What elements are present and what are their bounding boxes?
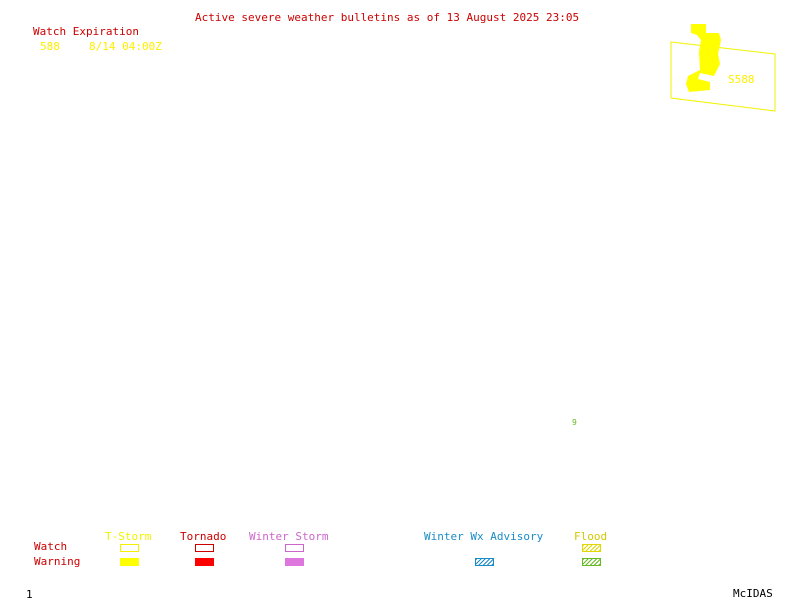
page-title: Active severe weather bulletins as of 13…: [195, 11, 580, 24]
warning-area: [686, 24, 721, 92]
watch-expiration-heading: Watch Expiration: [33, 25, 139, 38]
swatch-tornado-warning: [195, 558, 214, 566]
brand-label: McIDAS: [733, 587, 773, 600]
swatch-flood-warning: [582, 558, 601, 566]
legend-label-flood: Flood: [574, 530, 608, 543]
legend-label-tstorm: T-Storm: [105, 530, 152, 543]
swatch-winter-storm-warning: [285, 558, 304, 566]
swatch-flood-watch: [582, 544, 601, 552]
legend-row-watch: Watch: [34, 540, 68, 553]
legend-row-warning: Warning: [34, 555, 81, 568]
swatch-tstorm-watch: [120, 544, 139, 552]
swatch-tstorm-warning: [120, 558, 139, 566]
swatch-winter-storm-watch: [285, 544, 304, 552]
watch-expiration-time: 8/14 04:00Z: [89, 40, 162, 53]
watch-box-label: S588: [728, 73, 755, 86]
legend-label-tornado: Tornado: [180, 530, 227, 543]
watch-number: 588: [40, 40, 60, 53]
swatch-winter-advisory: [475, 558, 494, 566]
small-marker: 9: [572, 418, 577, 427]
legend-label-winter-advisory: Winter Wx Advisory: [424, 530, 544, 543]
watch-box-outline: [670, 41, 776, 112]
swatch-tornado-watch: [195, 544, 214, 552]
frame-number: 1: [26, 588, 33, 601]
legend-label-winter-storm: Winter Storm: [249, 530, 329, 543]
